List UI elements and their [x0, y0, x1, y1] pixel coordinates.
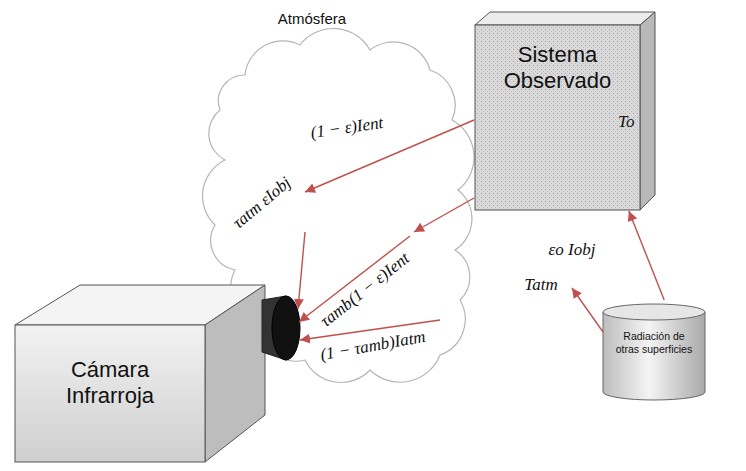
infrared-camera: Cámara Infrarroja — [15, 285, 302, 463]
source-title: Radiación de otras superficies — [611, 330, 697, 356]
temperature-symbol: Tatm — [524, 275, 557, 295]
temperature-symbol: To — [618, 112, 634, 132]
observed-system: Sistema ObservadoTo — [475, 12, 656, 211]
formula-label: τamb(1 − ε)Ient — [316, 248, 413, 331]
observed-slab — [475, 12, 655, 210]
camera-body — [15, 285, 300, 462]
system-title: Sistema Observado — [485, 42, 630, 95]
atmosphere-title: Atmósfera — [278, 10, 346, 27]
source-cylinder — [603, 304, 705, 400]
radiation-source: Radiación de otras superficies — [603, 300, 705, 402]
formula-label: εo Iobj — [549, 240, 596, 260]
formula-label: (1 − ε)Ient — [309, 113, 384, 143]
radiation-arrows — [298, 120, 603, 340]
radiation-arrow — [629, 211, 664, 300]
formula-label: (1 − τamb)Iatm — [319, 327, 427, 365]
camera-title: Cámara Infrarroja — [30, 357, 190, 410]
formula-label: τatm εIobj — [229, 173, 295, 233]
